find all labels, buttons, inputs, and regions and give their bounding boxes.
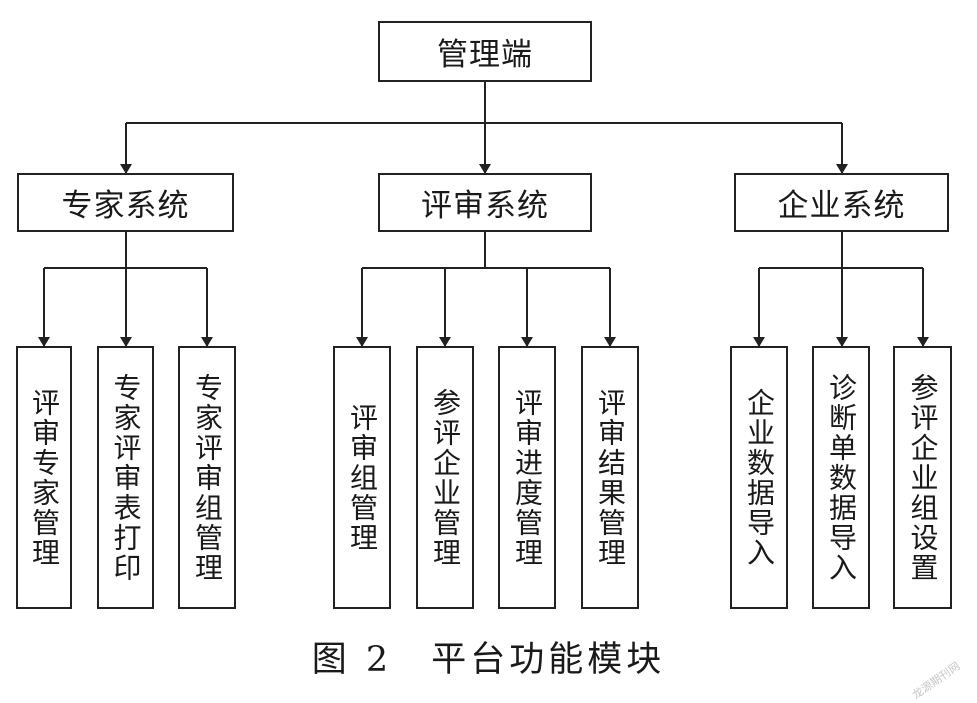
diagram-connectors — [38, 82, 929, 347]
module-node: 专家评审表打印 — [97, 346, 154, 609]
module-node: 诊断单数据导入 — [812, 346, 870, 609]
module-node: 参评企业组设置 — [893, 346, 952, 609]
root-node-management: 管理端 — [378, 21, 592, 82]
module-node: 评审组管理 — [333, 346, 391, 609]
module-node: 企业数据导入 — [730, 346, 788, 609]
figure-caption: 图 2 平台功能模块 — [311, 640, 666, 680]
system-node-enterprise: 企业系统 — [734, 173, 949, 232]
module-node: 专家评审组管理 — [178, 346, 236, 609]
module-node: 评审结果管理 — [581, 346, 639, 609]
module-node: 评审专家管理 — [16, 346, 72, 609]
module-node: 评审进度管理 — [498, 346, 556, 609]
system-node-review: 评审系统 — [378, 173, 592, 232]
module-node: 参评企业管理 — [416, 346, 474, 609]
system-node-expert: 专家系统 — [17, 173, 234, 232]
